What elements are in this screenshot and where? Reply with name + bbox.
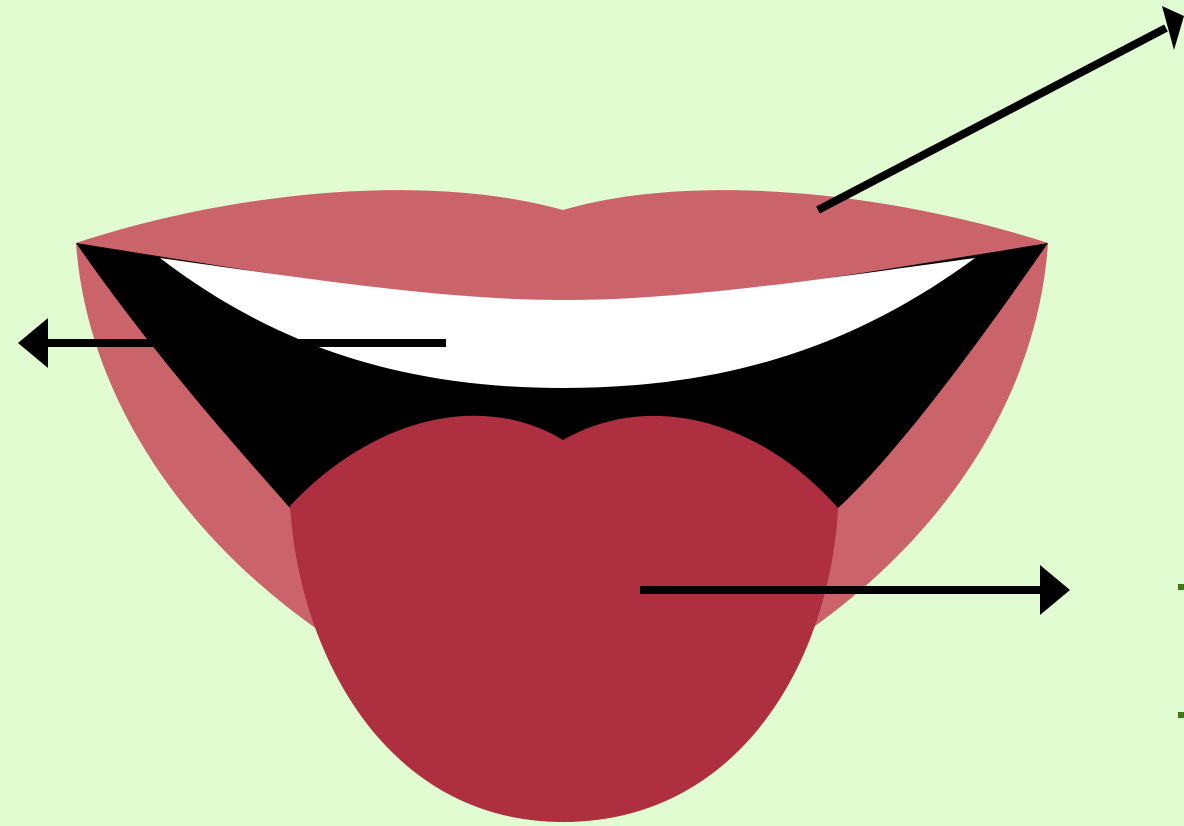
edge-mark-lower [1178, 712, 1184, 718]
edge-mark-upper [1178, 584, 1184, 590]
